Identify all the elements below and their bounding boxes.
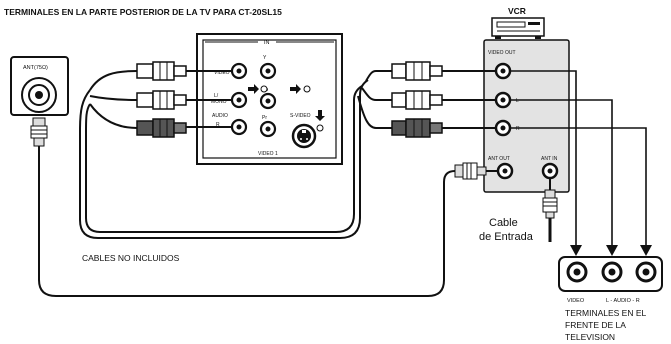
tv-pr-label: Pr: [262, 115, 267, 121]
arrow-down-icon: [570, 245, 582, 256]
tv-svideo-jack: [291, 123, 317, 149]
front-audio-l-jack: [601, 261, 623, 283]
tv-audio-l-jack: [230, 91, 248, 109]
vcr-ant-out-label: ANT OUT: [488, 156, 510, 162]
vcr-ant-in-jack: [541, 162, 559, 180]
vcr-icon: VCR: [491, 6, 545, 39]
antenna-label: ANT(75Ω): [23, 65, 48, 71]
vcr-video-out-jack: [494, 62, 512, 80]
tv-rear-panel: IN VIDEO L/ MONO AUDIO R Y Pb: [196, 33, 343, 165]
tv-pb-jack: [259, 92, 277, 110]
vcr-r-label: R: [516, 126, 520, 132]
vcr-video-out-label: VIDEO OUT: [488, 50, 516, 56]
tv-arrow-icon: [248, 84, 268, 94]
front-video-label: VIDEO: [567, 298, 585, 304]
tv-side-cable-bundle: [79, 70, 369, 239]
front-arrow-heads: [570, 245, 652, 256]
vcr-video-plug: [376, 61, 496, 81]
tv-pr-jack: [259, 120, 277, 138]
vcr-side-cable-fan: [357, 70, 377, 129]
cables-note: CABLES NO INCLUIDOS: [82, 253, 180, 263]
tv-in-label: IN: [264, 40, 270, 46]
tv-audio-r-plug: [136, 118, 232, 138]
ant-in-plug: [542, 178, 558, 242]
tv-video-label: VIDEO: [214, 70, 230, 76]
vcr-ant-out-plug: [454, 162, 498, 180]
front-caption-line1: TERMINALES EN EL: [565, 308, 647, 318]
tv-video-jack: [230, 62, 248, 80]
tv-l-mono-label: L/: [214, 93, 219, 99]
front-caption-line3: TELEVISION: [565, 332, 615, 342]
diagram-title: TERMINALES EN LA PARTE POSTERIOR DE LA T…: [4, 7, 282, 17]
front-caption-line2: FRENTE DE LA: [565, 320, 626, 330]
front-connection-lines: [510, 70, 647, 248]
front-video-jack: [566, 261, 588, 283]
vcr-audio-r-plug: [376, 118, 496, 138]
vcr-rear-panel: VIDEO OUT L R ANT OUT ANT IN: [483, 39, 570, 193]
arrow-down-icon: [606, 245, 618, 256]
tv-audio-r-jack: [230, 118, 248, 136]
tv-svideo-label: S-VIDEO: [290, 113, 311, 119]
tv-arrow-icon-2: [290, 84, 311, 94]
tv-audio-label: AUDIO: [212, 113, 228, 119]
tv-l-mono-label-2: MONO: [211, 99, 227, 105]
vcr-ant-in-label: ANT IN: [541, 156, 558, 162]
vcr-audio-l-plug: [376, 90, 496, 110]
vcr-ant-out-jack: [496, 162, 514, 180]
vcr-title: VCR: [508, 6, 526, 16]
vcr-audio-l-jack: [494, 91, 512, 109]
cable-entrada-label: Cable: [489, 217, 518, 229]
antenna-terminal: ANT(75Ω): [10, 56, 69, 116]
tv-r-label: R: [216, 122, 220, 128]
front-audio-label: L - AUDIO - R: [606, 298, 640, 304]
front-audio-r-jack: [635, 261, 657, 283]
vcr-l-label: L: [516, 98, 519, 104]
vcr-audio-r-jack: [494, 119, 512, 137]
arrow-down-icon: [640, 245, 652, 256]
cable-entrada-label-2: de Entrada: [479, 231, 534, 243]
tv-front-panel: [558, 256, 663, 292]
down-arrow-icon: [315, 110, 325, 132]
antenna-plug: [30, 117, 48, 147]
tv-audio-l-plug: [136, 90, 232, 110]
tv-y-jack: [259, 62, 277, 80]
tv-video-plug: [136, 61, 232, 81]
tv-y-label: Y: [263, 55, 267, 61]
coax-cable: [38, 146, 456, 297]
tv-video1-label: VIDEO 1: [258, 151, 278, 157]
